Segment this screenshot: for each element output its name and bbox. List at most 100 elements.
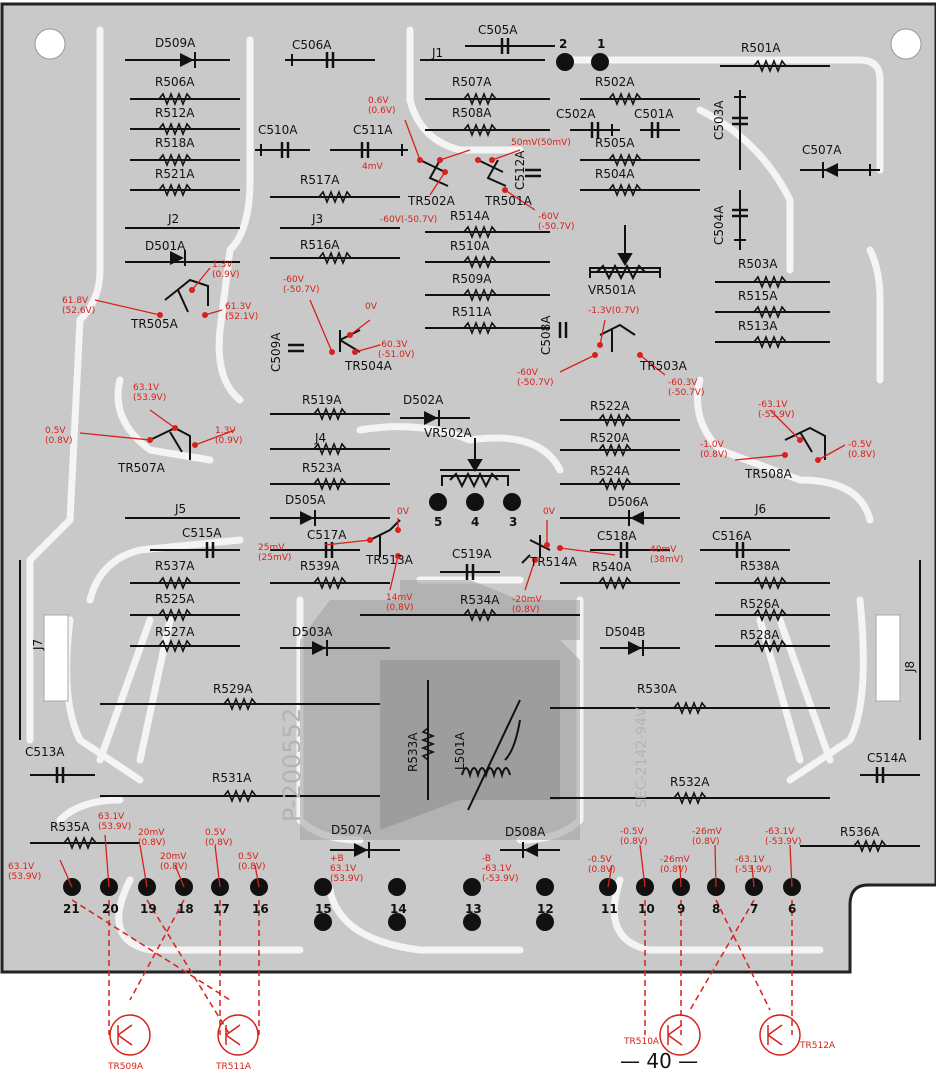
label-c516a: C516A	[712, 529, 752, 543]
label-d503a: D503A	[292, 625, 333, 639]
voltage-label: -60V (-50.7V)	[517, 368, 554, 388]
label-c511a: C511A	[353, 123, 393, 137]
voltage-label: 63.1V (53.9V)	[8, 862, 42, 882]
label-r524a: R524A	[590, 464, 630, 478]
voltage-label: -60V (-50.7V)	[283, 275, 320, 295]
terminal-2: 2	[559, 37, 568, 51]
label-r528a: R528A	[740, 628, 780, 642]
voltage-label: 1.3V (0.9V)	[212, 260, 240, 280]
resistor-zigzag	[158, 121, 192, 137]
label-c518a: C518A	[597, 529, 637, 543]
label-r527a: R527A	[155, 625, 195, 639]
voltage-label: 0V	[543, 507, 555, 517]
label-c506a: C506A	[292, 38, 332, 52]
voltage-label: -1.3V(0.7V)	[588, 306, 640, 316]
terminal-21: 21	[63, 902, 80, 916]
resistor-zigzag	[313, 406, 347, 422]
label-c519a: C519A	[452, 547, 492, 561]
mount-hole	[890, 28, 922, 60]
label-r509a: R509A	[452, 272, 492, 286]
resistor-zigzag	[420, 727, 436, 761]
label-c503a: C503A	[712, 100, 726, 141]
label-c510a: C510A	[258, 123, 298, 137]
page-number: — 40 —	[620, 1049, 699, 1073]
resistor-zigzag	[158, 152, 192, 168]
connector-j7-slot	[43, 614, 69, 702]
voltage-label: 0.5V (0.8V)	[205, 828, 233, 848]
resistor-zigzag	[318, 189, 352, 205]
resistor-zigzag	[158, 638, 192, 654]
label-r539a: R539A	[300, 559, 340, 573]
label-r503a: R503A	[738, 257, 778, 271]
label-r526a: R526A	[740, 597, 780, 611]
label-c509a: C509A	[269, 332, 283, 373]
label-j8: J8	[903, 660, 917, 672]
resistor-zigzag	[463, 287, 497, 303]
label-j6: J6	[755, 502, 767, 516]
label-r515a: R515A	[738, 289, 778, 303]
resistor-zigzag	[223, 788, 257, 804]
label-d509a: D509A	[155, 36, 196, 50]
terminal-18: 18	[177, 902, 194, 916]
label-c507a: C507A	[802, 143, 842, 157]
label-c514a: C514A	[867, 751, 907, 765]
label-l501a: L501A	[453, 732, 467, 770]
resistor-zigzag	[63, 835, 97, 851]
resistor-zigzag	[598, 575, 632, 591]
voltage-label: -26mV (0.8V)	[660, 855, 690, 875]
terminal-17: 17	[213, 902, 230, 916]
label-j2: J2	[168, 212, 180, 226]
label-tr504a: TR504A	[345, 359, 392, 373]
voltage-label: -1.0V (0.8V)	[700, 440, 728, 460]
voltage-label: -0.5V (0.8V)	[588, 855, 616, 875]
label-r534a: R534A	[460, 593, 500, 607]
label-d504b: D504B	[605, 625, 646, 639]
voltage-label: 40mV (38mV)	[650, 545, 684, 565]
pad-2	[556, 53, 574, 71]
resistor-zigzag	[463, 122, 497, 138]
resistor-zigzag	[313, 441, 347, 457]
label-r519a: R519A	[302, 393, 342, 407]
resistor-zigzag	[598, 442, 632, 458]
voltage-label: -63.1V (-53.9V)	[758, 400, 795, 420]
resistor-zigzag	[463, 320, 497, 336]
voltage-label: -26mV (0.8V)	[692, 827, 722, 847]
voltage-label: -63.1V (-53.9V)	[735, 855, 772, 875]
label-r510a: R510A	[450, 239, 490, 253]
label-c517a: C517A	[307, 528, 347, 542]
voltage-label: -60V(-50.7V)	[380, 215, 438, 225]
voltage-label: 0.6V (0.6V)	[368, 96, 396, 116]
voltage-label: 20mV (0.8V)	[138, 828, 166, 848]
label-c513a: C513A	[25, 745, 65, 759]
terminal-10: 10	[638, 902, 655, 916]
label-r525a: R525A	[155, 592, 195, 606]
terminal-6: 6	[788, 902, 797, 916]
resistor-zigzag	[313, 476, 347, 492]
label-r511a: R511A	[452, 305, 492, 319]
voltage-label: 63.1V (53.9V)	[133, 383, 167, 403]
label-j3: J3	[312, 212, 324, 226]
label-vr501a: VR501A	[588, 283, 636, 297]
terminal-9: 9	[677, 902, 686, 916]
label-c504a: C504A	[712, 205, 726, 246]
tr511a-symbol	[217, 1014, 259, 1056]
terminal-15: 15	[315, 902, 332, 916]
resistor-zigzag	[598, 476, 632, 492]
connector-j8-slot	[875, 614, 901, 702]
label-d507a: D507A	[331, 823, 372, 837]
label-r533a: R533A	[406, 732, 420, 772]
label-r522a: R522A	[590, 399, 630, 413]
terminal-14: 14	[390, 902, 407, 916]
pad-3	[503, 493, 521, 511]
tr509a-symbol	[109, 1014, 151, 1056]
resistor-zigzag	[158, 575, 192, 591]
label-c501a: C501A	[634, 107, 674, 121]
label-d501a: D501A	[145, 239, 186, 253]
terminal-20: 20	[102, 902, 119, 916]
voltage-label: 14mV (0.8V)	[386, 593, 414, 613]
label-c515a: C515A	[182, 526, 222, 540]
resistor-zigzag	[673, 790, 707, 806]
resistor-zigzag	[753, 274, 787, 290]
label-tr505a: TR505A	[131, 317, 178, 331]
